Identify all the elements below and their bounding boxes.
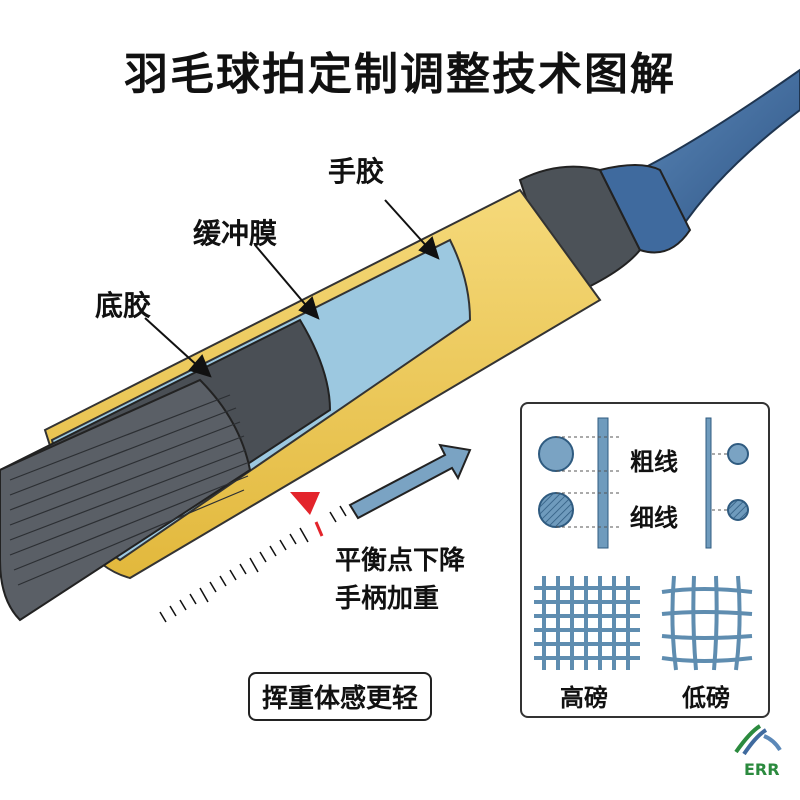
string-comparison-panel: 粗线 细线 高磅 低磅 xyxy=(520,402,770,718)
label-base-tape: 底胶 xyxy=(95,289,152,322)
page-title: 羽毛球拍定制调整技术图解 xyxy=(124,49,676,100)
err-logo-icon xyxy=(734,724,782,756)
balance-note-line2: 手柄加重 xyxy=(335,584,440,614)
label-grip-tape: 手胶 xyxy=(328,155,385,188)
balance-scale xyxy=(159,505,347,623)
balance-shift-arrow xyxy=(348,443,472,520)
thick-string-icon xyxy=(538,436,574,472)
label-cushion-film: 缓冲膜 xyxy=(193,217,278,250)
racket-shaft xyxy=(638,68,800,232)
thin-string-label: 细线 xyxy=(630,504,678,532)
logo-text: ERR xyxy=(744,760,780,779)
high-tension-mesh xyxy=(534,576,640,670)
balance-point-marker xyxy=(290,492,320,515)
low-tension-mesh xyxy=(661,575,753,671)
thick-string-label: 粗线 xyxy=(630,448,678,476)
swing-weight-badge: 挥重体感更轻 xyxy=(248,672,433,721)
handle-core xyxy=(0,378,252,622)
low-tension-label: 低磅 xyxy=(682,684,730,712)
high-tension-label: 高磅 xyxy=(560,684,608,712)
balance-note-line1: 平衡点下降 xyxy=(335,546,466,576)
thin-string-icon xyxy=(538,492,574,528)
